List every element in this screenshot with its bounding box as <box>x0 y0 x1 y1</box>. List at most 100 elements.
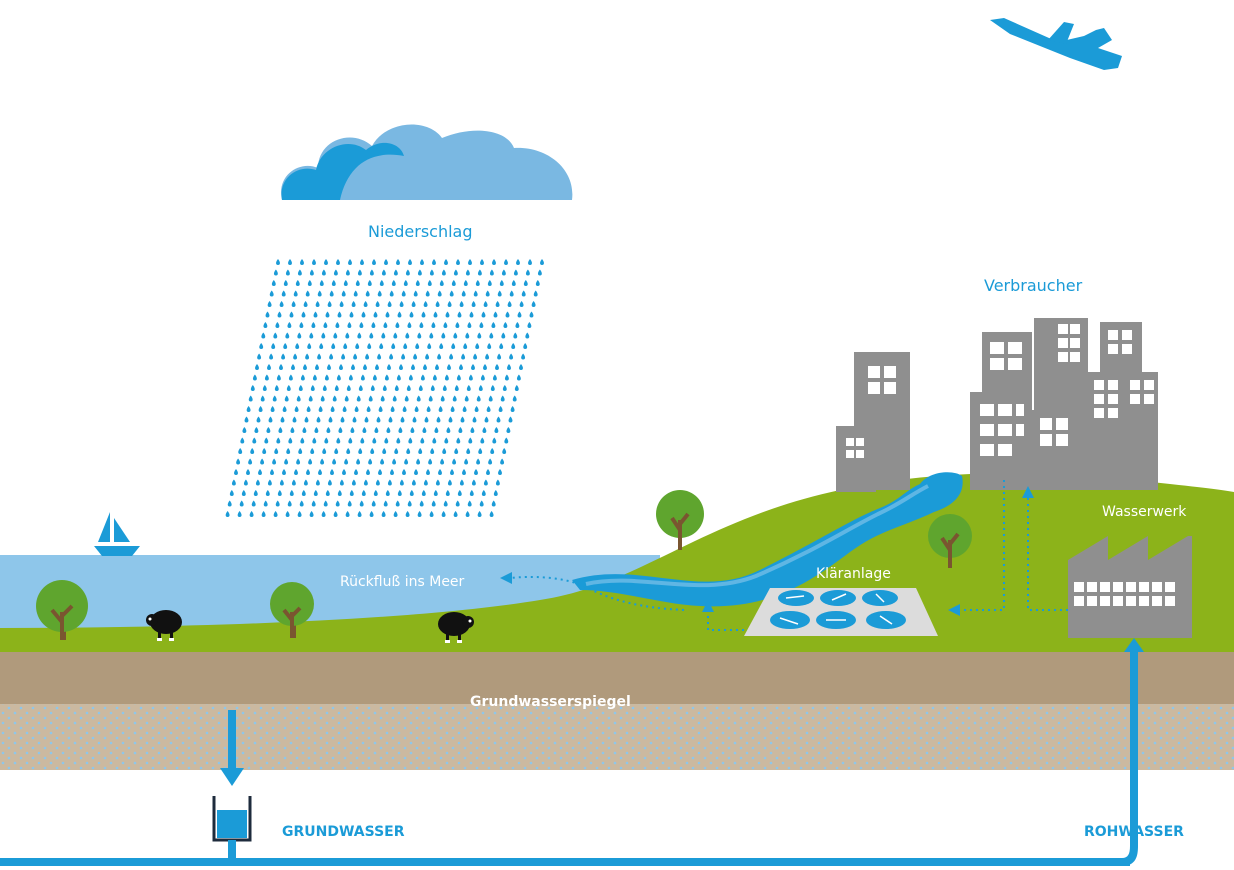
rain-drop <box>290 427 295 433</box>
rain-drop <box>446 427 451 433</box>
rain-drop <box>307 280 312 286</box>
rain-drop <box>401 353 406 360</box>
rain-drop <box>317 290 322 297</box>
rain-drop <box>528 259 532 265</box>
rain-drop <box>411 479 416 486</box>
rain-drop <box>339 364 343 370</box>
rain-drop <box>305 353 310 360</box>
rain-drop <box>483 301 488 307</box>
rain-drop <box>495 479 500 486</box>
rain-drop <box>279 364 283 370</box>
rain-drop <box>371 500 376 507</box>
rain-drop <box>341 353 346 360</box>
rain-drop <box>411 301 416 307</box>
rain-drop <box>444 374 449 381</box>
rain-drop <box>496 416 501 423</box>
rain-drop <box>257 353 262 360</box>
rain-drop <box>487 280 492 286</box>
rain-drop <box>418 385 423 391</box>
flow-arrows <box>509 480 1068 631</box>
rain-drop <box>354 469 358 475</box>
rain-drop <box>321 269 326 276</box>
rain-drop <box>387 479 392 486</box>
rain-drop <box>436 416 441 423</box>
rain-drop <box>237 511 242 517</box>
rain-drop <box>330 406 335 412</box>
rain-drop <box>509 353 514 360</box>
rain-drop <box>287 322 292 328</box>
rain-drop <box>327 479 332 486</box>
rain-drop <box>399 479 404 486</box>
rain-drop <box>264 374 269 381</box>
rain-drop <box>284 458 289 465</box>
rain-drop <box>267 301 272 307</box>
rain-drop <box>269 290 274 297</box>
rain-drop <box>513 332 518 339</box>
rain-drop <box>481 311 486 318</box>
rain-drop <box>403 343 408 349</box>
rain-drop <box>370 448 375 454</box>
sailboat-icon <box>94 512 140 556</box>
rain-drop <box>397 490 402 496</box>
rain-drop <box>309 269 314 276</box>
rain-drop <box>255 364 259 370</box>
rain-drop <box>457 311 462 318</box>
rain-drop <box>282 406 287 412</box>
rain-drop <box>303 301 308 307</box>
rain-drop <box>529 311 534 318</box>
rain-drop <box>248 458 253 465</box>
rain-drop <box>325 490 330 496</box>
rain-drop <box>378 406 383 412</box>
rain-drop <box>441 511 446 517</box>
rain-drop <box>314 427 319 433</box>
rain-drop <box>445 490 450 496</box>
rain-drop <box>298 385 303 391</box>
rain-drop <box>304 416 309 423</box>
rain-drop <box>509 290 514 297</box>
rain-drop <box>348 374 353 381</box>
rain-drop <box>487 343 492 349</box>
rain-drop <box>335 322 340 328</box>
rain-drop <box>246 469 250 475</box>
rain-drop <box>227 500 232 507</box>
rain-drop <box>439 343 444 349</box>
tree-icon <box>270 582 314 638</box>
rain-drop <box>363 364 367 370</box>
rain-drop <box>367 280 372 286</box>
rain-drop <box>507 364 511 370</box>
rain-drop <box>296 395 301 402</box>
rain-drop <box>305 290 310 297</box>
rain-drop <box>320 458 325 465</box>
rain-drop <box>444 259 448 265</box>
rain-drop <box>275 322 280 328</box>
rain-drop <box>499 280 504 286</box>
rain-drop <box>283 343 288 349</box>
rain-drop <box>383 500 388 507</box>
rain-drop <box>273 269 278 276</box>
rain-drop <box>516 374 521 381</box>
rain-drop <box>498 406 503 412</box>
rain-drop <box>467 500 472 507</box>
rain-drop <box>369 269 374 276</box>
rain-drop <box>456 437 461 444</box>
rain-drop <box>285 332 290 339</box>
rain-drop <box>318 469 322 475</box>
rain-drop <box>371 322 376 328</box>
rain-drop <box>410 427 415 433</box>
rain-drop <box>381 269 386 276</box>
rain-drop <box>391 343 396 349</box>
rain-drop <box>272 458 277 465</box>
rain-drop <box>438 469 442 475</box>
rain-drop <box>277 311 282 318</box>
rain-drop <box>225 511 230 517</box>
rain-drop <box>316 416 321 423</box>
rain-drop <box>355 280 360 286</box>
rain-drop <box>286 448 291 454</box>
rain-drop <box>422 427 427 433</box>
rain-drop <box>336 437 341 444</box>
rain-drop <box>259 343 264 349</box>
label-rueckfluss: Rückfluß ins Meer <box>340 574 465 590</box>
label-grundwasser: GRUNDWASSER <box>282 824 405 840</box>
rain-drop <box>322 385 327 391</box>
rain-drop <box>471 364 475 370</box>
